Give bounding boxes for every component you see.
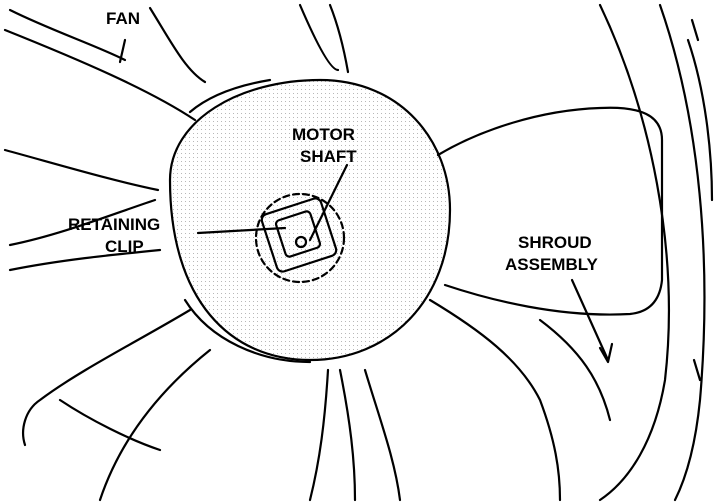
label-shroud-line2: ASSEMBLY: [505, 255, 599, 274]
leader-lines: [118, 38, 614, 364]
shroud-leader-line: [570, 278, 610, 362]
label-retaining-clip-line1: RETAINING: [68, 215, 160, 234]
fan-leader-line: [118, 38, 127, 64]
label-retaining-clip-line2: CLIP: [105, 237, 144, 256]
fan-blades: [3, 3, 664, 502]
label-fan: FAN: [106, 9, 140, 28]
fan-hub: [168, 78, 452, 364]
shroud-arrowhead: [598, 342, 614, 364]
label-motor-shaft-line1: MOTOR: [292, 125, 355, 144]
shroud-frame: [598, 3, 714, 502]
label-shroud-line1: SHROUD: [518, 233, 592, 252]
motor-shaft-gear: [254, 192, 346, 284]
motor-shaft-leader-line: [308, 163, 349, 242]
label-motor-shaft-line2: SHAFT: [300, 147, 357, 166]
retaining-clip-leader-line: [196, 226, 287, 235]
